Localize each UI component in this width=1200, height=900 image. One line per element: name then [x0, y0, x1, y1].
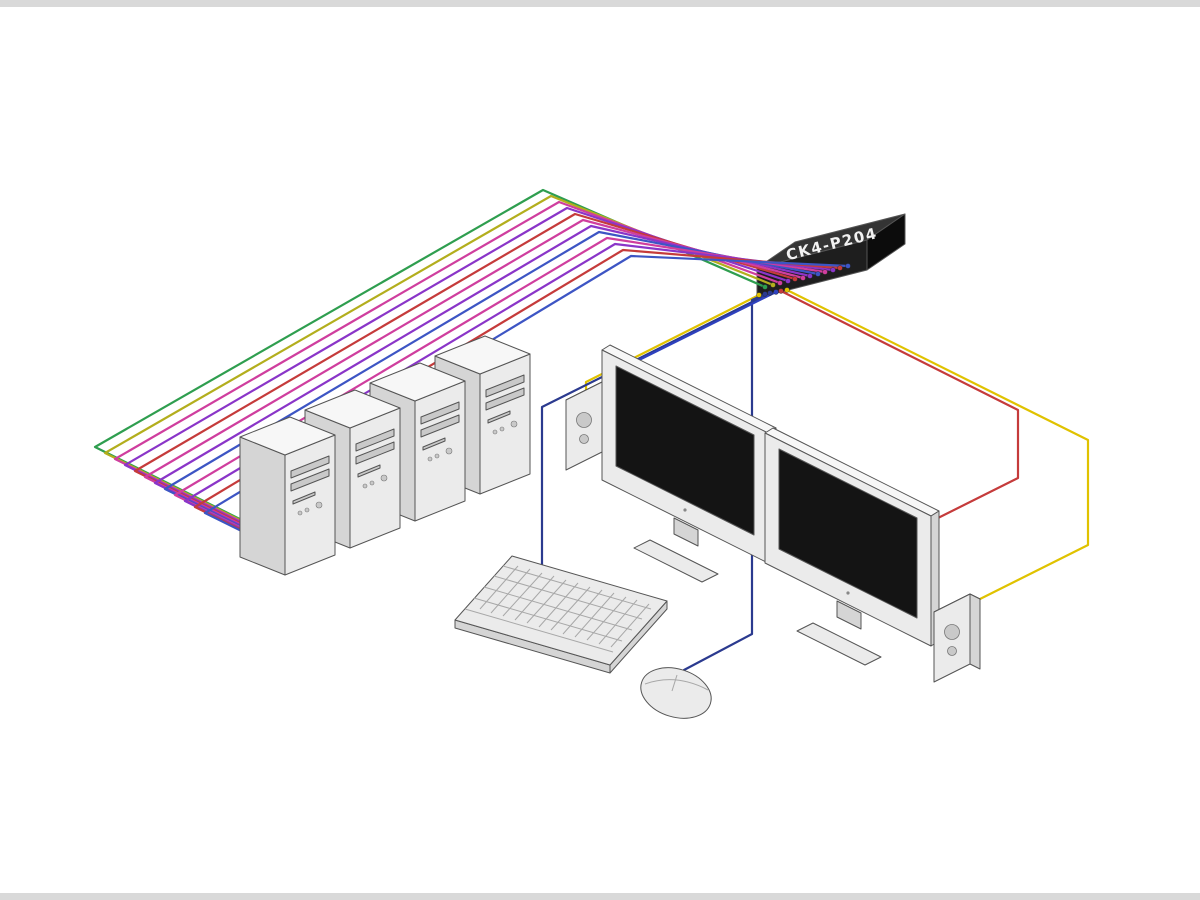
computer-tower-1	[239, 416, 336, 576]
keyboard-key-rows	[464, 565, 652, 653]
cable-monitor-1	[629, 290, 778, 366]
letterbox-bar-bottom	[0, 893, 1200, 900]
mouse-button-gap	[671, 674, 678, 692]
port-dot	[777, 280, 783, 286]
port-dot	[845, 263, 851, 269]
cables-to-computers	[93, 188, 850, 548]
kvm-side-face	[866, 213, 906, 271]
port-dot	[784, 287, 790, 293]
port-dot	[756, 292, 762, 298]
cable-speaker-right	[785, 288, 1090, 615]
console-cables	[540, 288, 1090, 672]
port-dot	[770, 282, 776, 288]
cable-keyboard	[540, 291, 772, 568]
port-dot	[792, 276, 798, 282]
port-dot	[762, 284, 768, 290]
port-dot	[785, 278, 791, 284]
keyboard	[454, 555, 668, 674]
port-dot	[807, 273, 813, 279]
port-dot	[822, 269, 828, 275]
port-dot	[800, 275, 806, 281]
kvm-ports	[756, 263, 851, 298]
mouse-button-divider	[644, 679, 709, 691]
port-dot	[837, 265, 843, 271]
letterbox-bar-top	[0, 0, 1200, 7]
port-dot	[830, 267, 836, 273]
cable-speaker-left	[584, 293, 761, 392]
cable-monitor-2	[779, 289, 1020, 523]
mouse	[640, 667, 712, 719]
port-dot	[767, 290, 773, 296]
port-dot	[762, 291, 768, 297]
keyboard-top	[454, 555, 668, 666]
keyboard-key-columns	[479, 565, 650, 648]
port-dot	[778, 288, 784, 294]
port-dot	[773, 289, 779, 295]
port-dot	[815, 271, 821, 277]
